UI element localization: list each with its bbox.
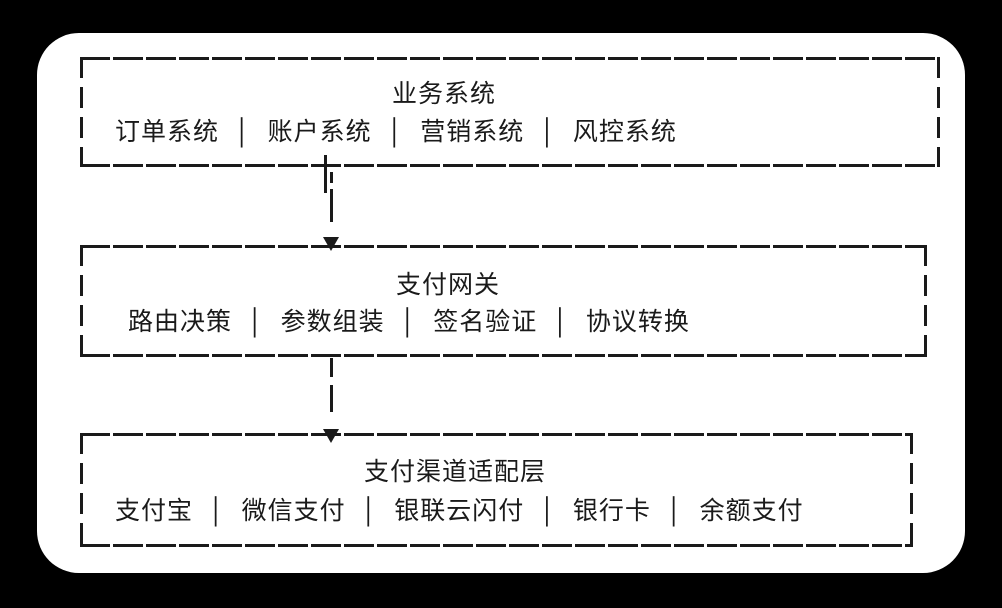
box-item: 微信支付: [241, 497, 346, 525]
item-separator: │: [400, 308, 418, 336]
box-item: 订单系统: [115, 118, 220, 146]
box-item: 参数组装: [280, 308, 385, 336]
box-item: 银行卡: [572, 497, 651, 525]
item-separator: │: [387, 118, 405, 146]
item-separator: │: [235, 118, 252, 146]
box-item: 余额支付: [699, 497, 804, 525]
box-item: 账户系统: [267, 118, 372, 146]
item-separator: │: [361, 497, 379, 525]
box-item: 协议转换: [585, 308, 690, 336]
layer-items-row: 订单系统 │ 账户系统 │ 营销系统 │ 风控系统: [115, 117, 677, 147]
connector-dash: [324, 155, 327, 193]
box-item: 营销系统: [420, 118, 525, 146]
layer-items-row: 路由决策 │ 参数组装 │ 签名验证 │ 协议转换: [128, 307, 690, 337]
box-item: 风控系统: [572, 118, 677, 146]
connector-dash: [330, 189, 333, 222]
item-separator: │: [248, 308, 265, 336]
box-item: 签名验证: [433, 308, 538, 336]
layer-items-row: 支付宝 │ 微信支付 │ 银联云闪付 │ 银行卡 │ 余额支付: [115, 496, 804, 526]
item-separator: │: [209, 497, 226, 525]
layer-title: 业务系统: [391, 80, 497, 108]
connector-dash: [330, 358, 333, 377]
layer-box-payment-gateway: 支付网关 路由决策 │ 参数组装 │ 签名验证 │ 协议转换: [80, 245, 927, 357]
layer-box-business-systems: 业务系统 订单系统 │ 账户系统 │ 营销系统 │ 风控系统: [80, 57, 940, 167]
box-item: 银联云闪付: [394, 497, 525, 525]
box-item: 支付宝: [115, 497, 194, 525]
connector-dash: [330, 172, 333, 183]
item-separator: │: [540, 497, 557, 525]
connector-dash: [330, 385, 333, 412]
diagram-card: 业务系统 订单系统 │ 账户系统 │ 营销系统 │ 风控系统 支付网关 路由决策 │ 参数组装 │…: [37, 33, 965, 573]
box-item: 路由决策: [128, 308, 233, 336]
layer-box-channel-adapter: 支付渠道适配层 支付宝 │ 微信支付 │ 银联云闪付 │ 银行卡 │ 余额支付: [80, 433, 913, 547]
item-separator: │: [540, 118, 557, 146]
item-separator: │: [666, 497, 684, 525]
layer-title: 支付网关: [395, 271, 501, 299]
layer-title: 支付渠道适配层: [363, 458, 547, 486]
item-separator: │: [553, 308, 570, 336]
